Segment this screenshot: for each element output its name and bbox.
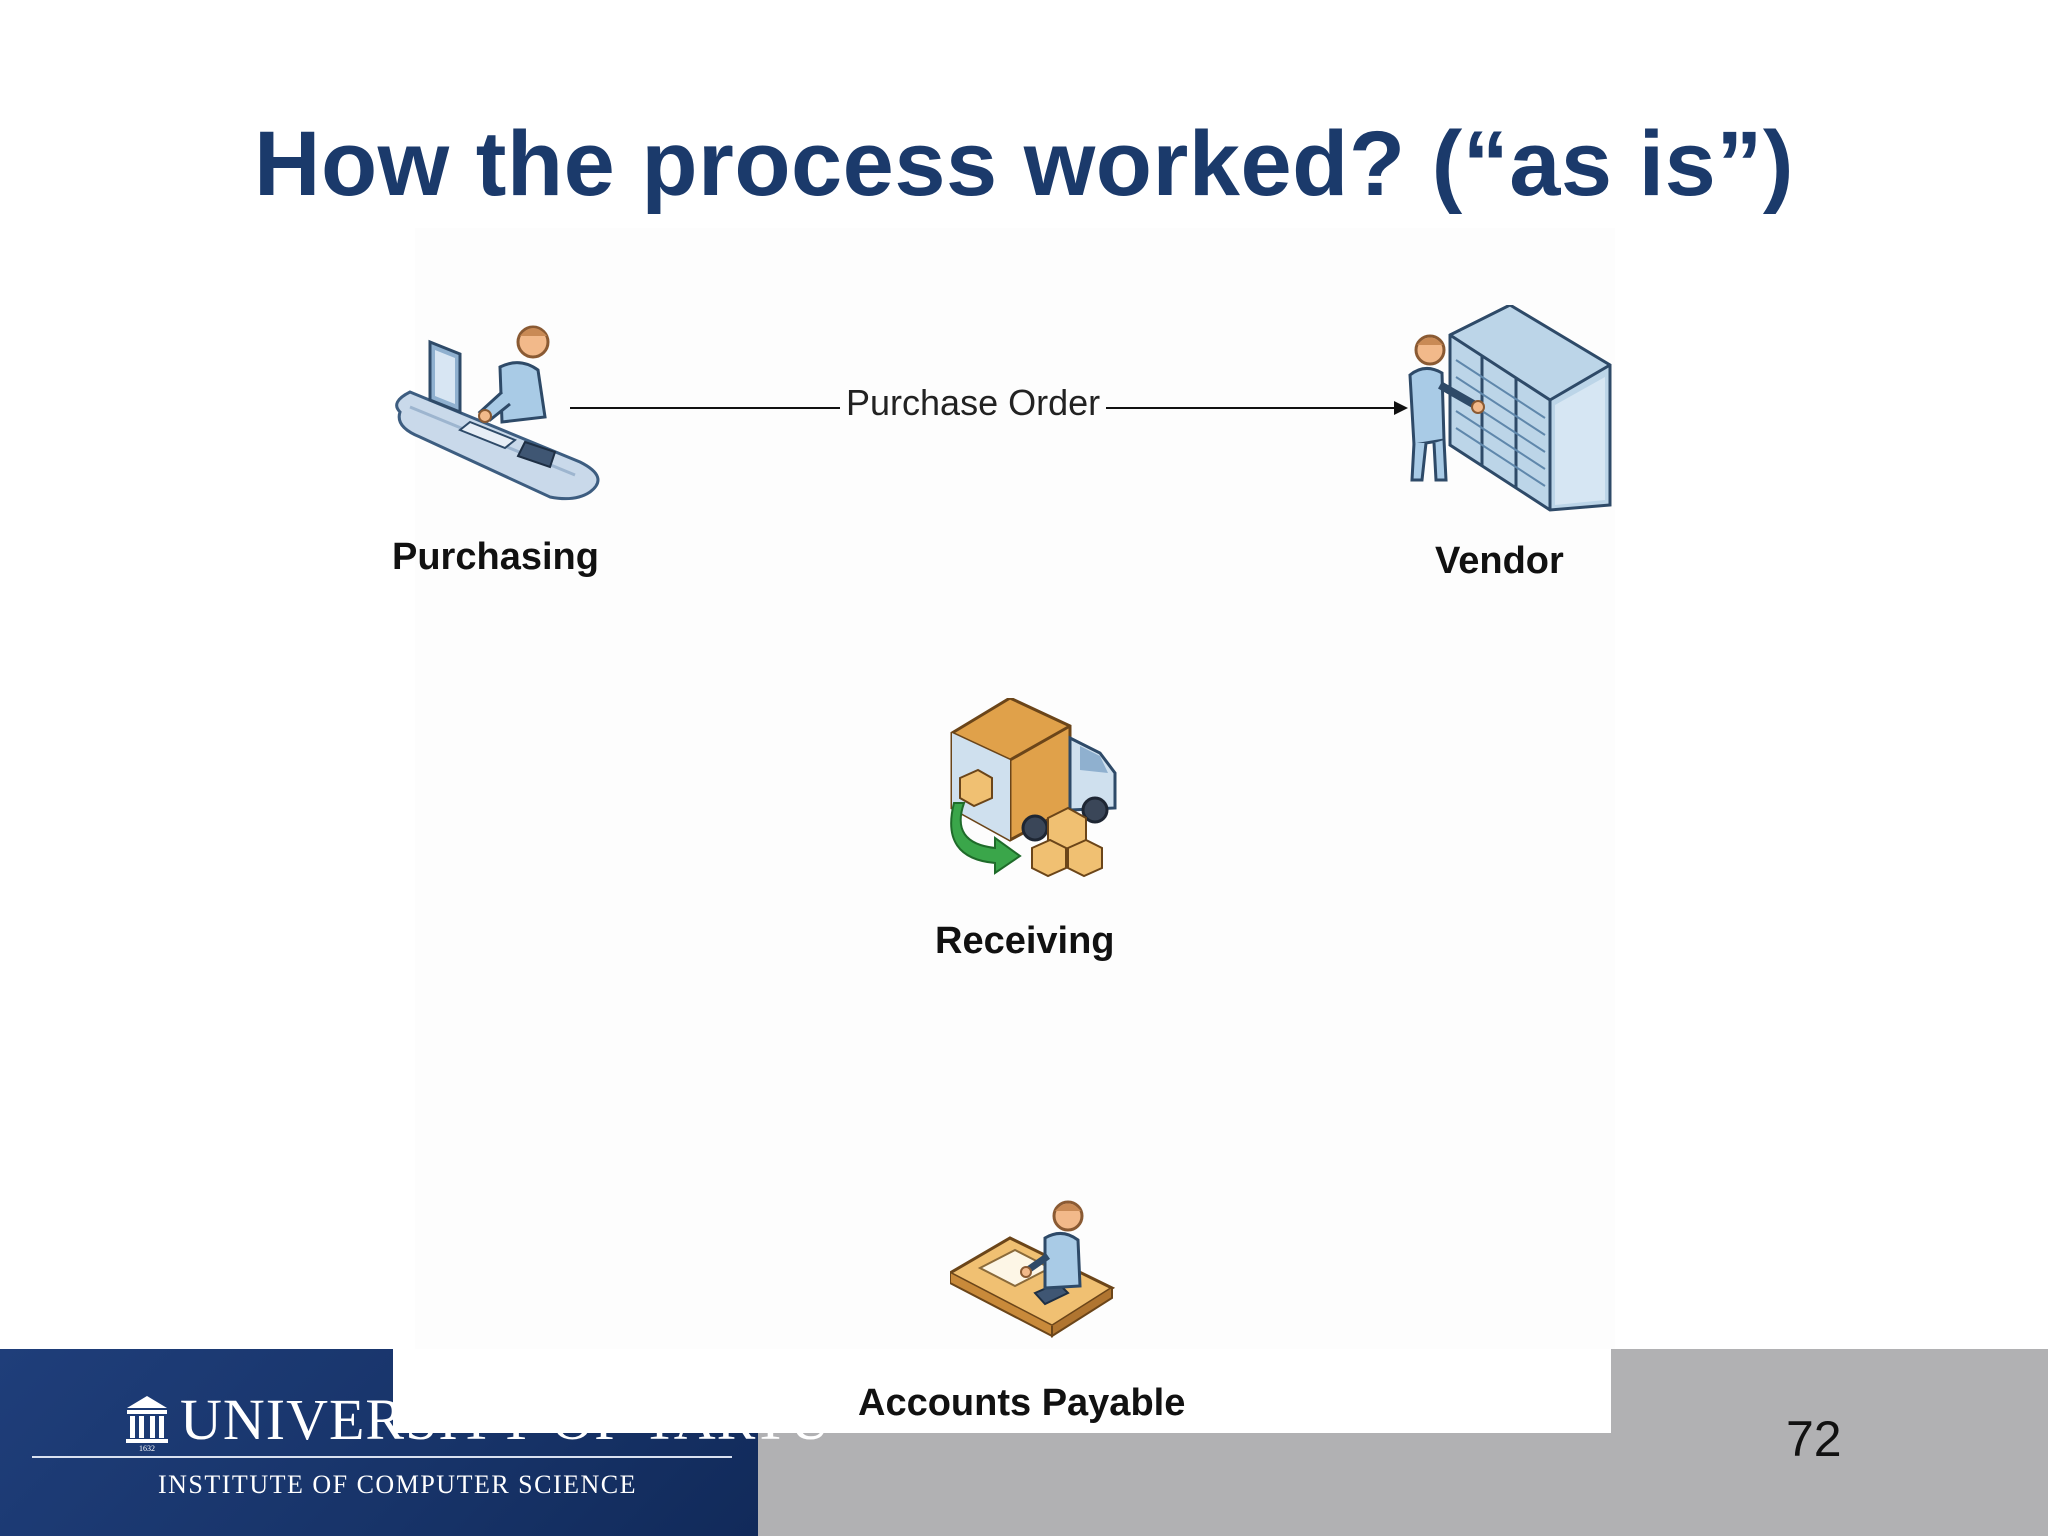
node-label-receiving: Receiving [935, 920, 1115, 962]
slide-title: How the process worked? (“as is”) [254, 113, 1794, 215]
institute-name: INSTITUTE OF COMPUTER SCIENCE [158, 1470, 638, 1499]
delivery-truck-with-boxes-icon [950, 698, 1117, 878]
diagram-overlap-strip [393, 1349, 1611, 1433]
university-building-icon: 1632 [126, 1396, 168, 1452]
node-label-purchasing: Purchasing [392, 536, 599, 578]
node-label-accounts-payable: Accounts Payable [858, 1382, 1186, 1424]
logo-year: 1632 [139, 1444, 155, 1452]
person-at-server-rack-icon [1408, 305, 1612, 512]
clerk-at-desk-icon [950, 1200, 1115, 1338]
node-label-vendor: Vendor [1435, 540, 1564, 582]
page-number: 72 [1786, 1411, 1842, 1467]
logo-divider [32, 1456, 732, 1458]
edge-label-purchase-order: Purchase Order [840, 382, 1107, 424]
office-worker-at-desk-icon [395, 325, 600, 501]
